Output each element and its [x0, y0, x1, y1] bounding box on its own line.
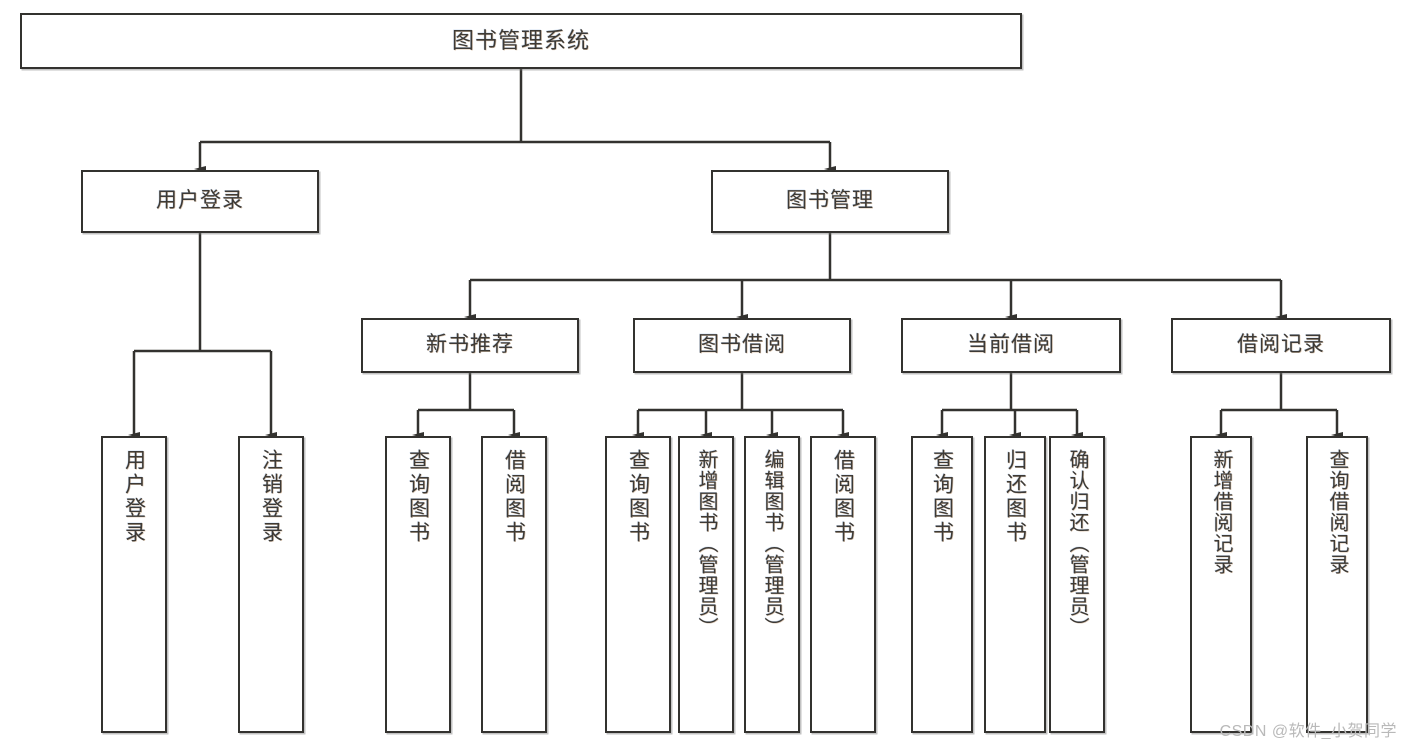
node-borrow-record[interactable]: 借阅记录 — [1171, 318, 1391, 373]
node-book-borrow[interactable]: 图书借阅 — [633, 318, 851, 373]
node-leaf-user-logout[interactable]: 注销登录 — [238, 436, 304, 733]
node-label-leaf-cur-query-book: 查询图书 — [930, 449, 954, 545]
node-leaf-rec-borrow-book[interactable]: 借阅图书 — [481, 436, 547, 733]
node-label-leaf-rec-query-book: 查询图书 — [406, 449, 430, 545]
node-user-login[interactable]: 用户登录 — [81, 170, 319, 233]
node-label-root: 图书管理系统 — [451, 28, 590, 54]
node-label-user-login: 用户登录 — [156, 189, 244, 213]
node-leaf-cur-confirm-return[interactable]: 确认归还（管理员） — [1049, 436, 1105, 733]
node-label-leaf-rec-query-record: 查询借阅记录 — [1326, 449, 1348, 575]
node-leaf-borrow-borrow-book[interactable]: 借阅图书 — [810, 436, 876, 733]
node-leaf-borrow-edit-book[interactable]: 编辑图书（管理员） — [744, 436, 800, 733]
node-label-new-book-recommend: 新书推荐 — [426, 333, 514, 357]
node-label-book-borrow: 图书借阅 — [698, 333, 786, 357]
csdn-watermark: CSDN @软件_小贺同学 — [1219, 723, 1397, 740]
node-label-leaf-borrow-add-book: 新增图书（管理员） — [695, 449, 717, 638]
node-label-book-manage: 图书管理 — [786, 189, 874, 213]
node-label-leaf-cur-return-book: 归还图书 — [1003, 449, 1027, 545]
node-label-leaf-borrow-borrow-book: 借阅图书 — [831, 449, 855, 545]
node-leaf-rec-add-record[interactable]: 新增借阅记录 — [1190, 436, 1252, 733]
node-leaf-borrow-add-book[interactable]: 新增图书（管理员） — [678, 436, 734, 733]
node-leaf-cur-return-book[interactable]: 归还图书 — [984, 436, 1046, 733]
node-book-manage[interactable]: 图书管理 — [711, 170, 949, 233]
node-label-current-borrow: 当前借阅 — [967, 333, 1055, 357]
node-label-leaf-rec-borrow-book: 借阅图书 — [502, 449, 526, 545]
node-label-leaf-borrow-edit-book: 编辑图书（管理员） — [761, 449, 783, 638]
node-new-book-recommend[interactable]: 新书推荐 — [361, 318, 579, 373]
node-leaf-user-login[interactable]: 用户登录 — [101, 436, 167, 733]
node-label-borrow-record: 借阅记录 — [1237, 333, 1325, 357]
node-label-leaf-user-logout: 注销登录 — [259, 449, 283, 545]
node-current-borrow[interactable]: 当前借阅 — [901, 318, 1121, 373]
node-leaf-rec-query-book[interactable]: 查询图书 — [385, 436, 451, 733]
node-label-leaf-rec-add-record: 新增借阅记录 — [1210, 449, 1232, 575]
node-label-leaf-borrow-query-book: 查询图书 — [626, 449, 650, 545]
node-leaf-rec-query-record[interactable]: 查询借阅记录 — [1306, 436, 1368, 733]
node-label-leaf-user-login: 用户登录 — [122, 449, 146, 545]
node-root[interactable]: 图书管理系统 — [20, 13, 1022, 69]
node-leaf-cur-query-book[interactable]: 查询图书 — [911, 436, 973, 733]
node-leaf-borrow-query-book[interactable]: 查询图书 — [605, 436, 671, 733]
node-label-leaf-cur-confirm-return: 确认归还（管理员） — [1066, 449, 1088, 638]
